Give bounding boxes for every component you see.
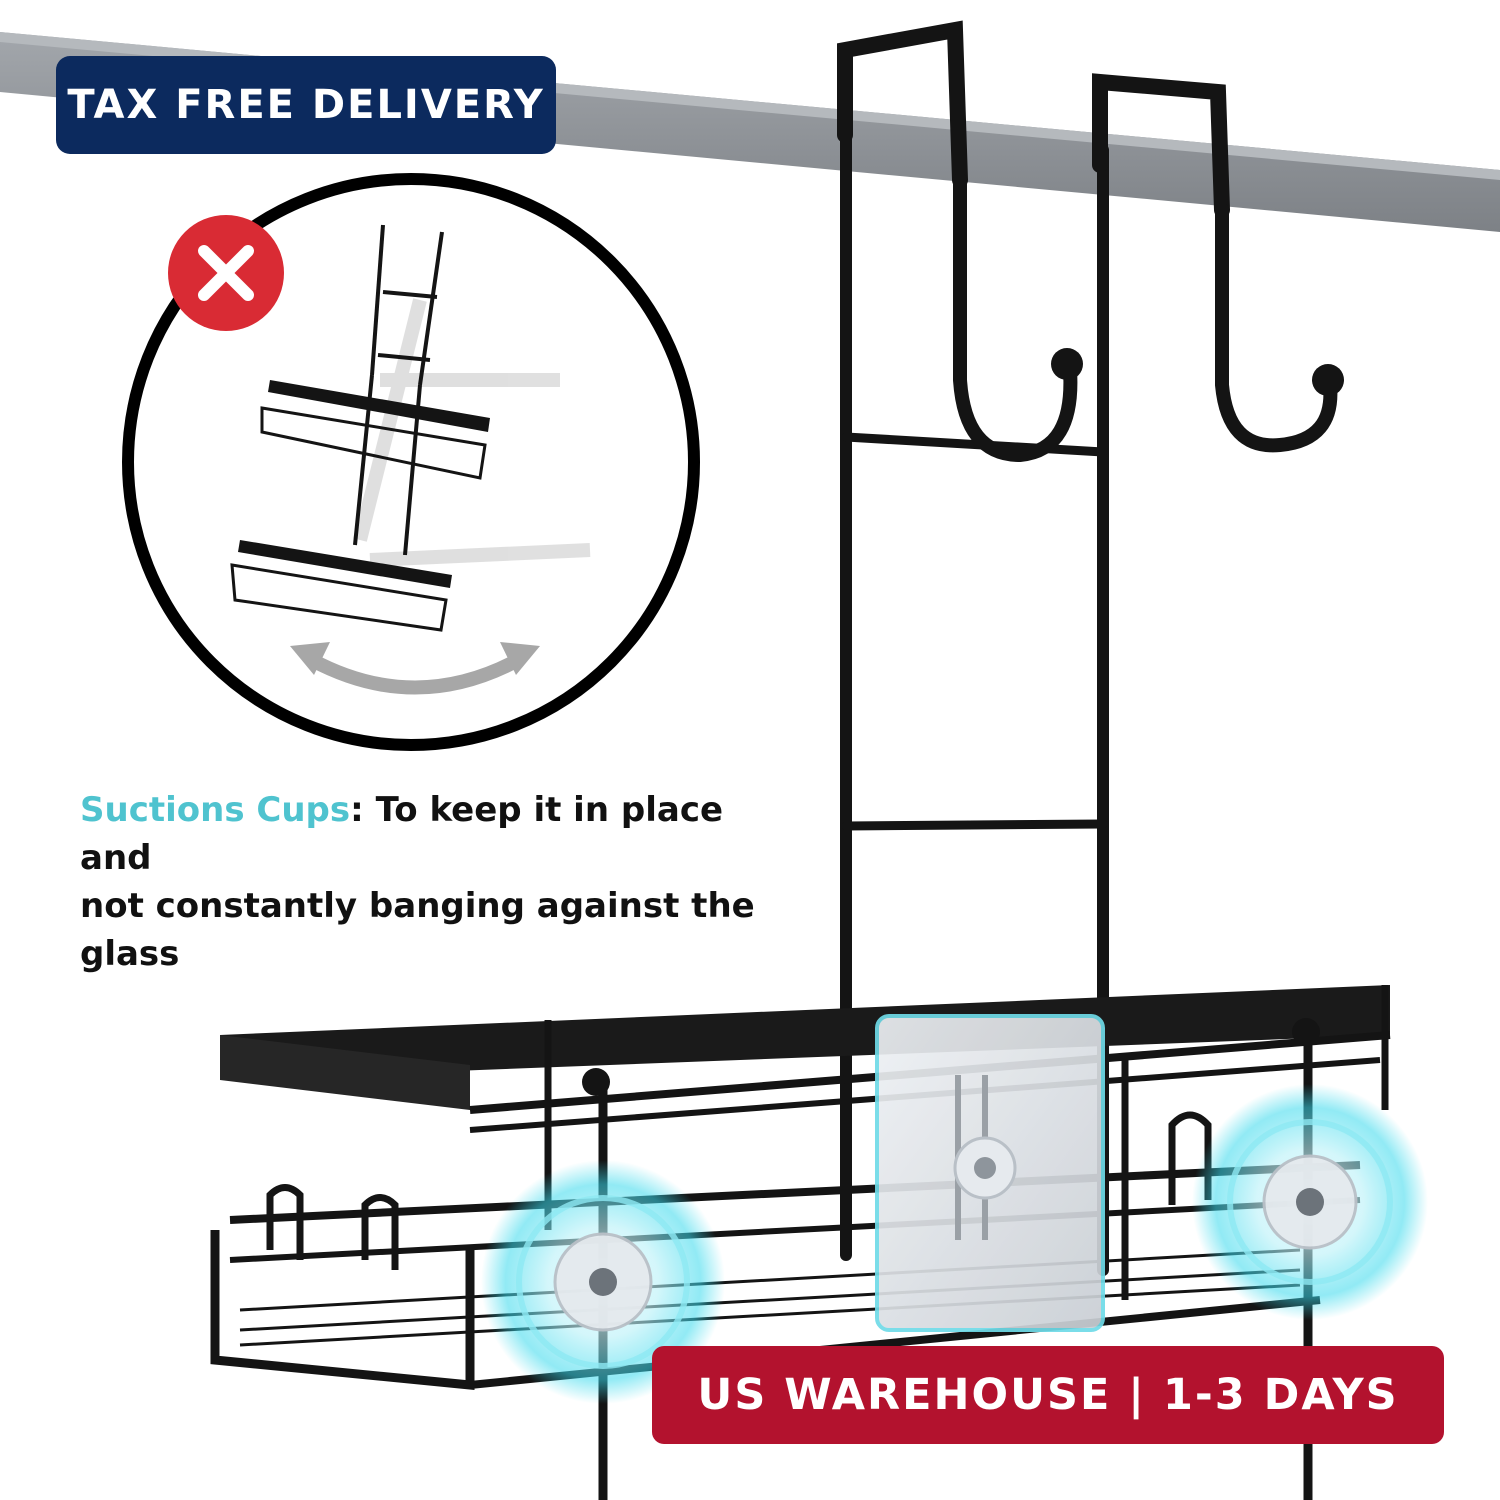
inset-swing-illustration: [122, 173, 700, 751]
glass-panel: [875, 1014, 1105, 1332]
suction-cups-caption: Suctions Cups: To keep it in place and n…: [80, 786, 800, 978]
caption-text-1: To keep it in place and: [80, 790, 724, 878]
suction-cup-right: [1192, 1084, 1428, 1320]
caption-highlight: Suctions Cups: [80, 790, 351, 830]
double-arrow-icon: [290, 642, 540, 695]
us-warehouse-badge: US WAREHOUSE | 1-3 DAYS: [652, 1346, 1444, 1444]
caption-line-1: Suctions Cups: To keep it in place and: [80, 786, 800, 882]
caption-separator: :: [350, 790, 364, 830]
caption-line-2: not constantly banging against the glass: [80, 886, 755, 974]
suction-cup-left: [481, 1160, 725, 1404]
red-x-icon: [168, 215, 284, 331]
tax-free-delivery-badge: TAX FREE DELIVERY: [56, 56, 556, 154]
